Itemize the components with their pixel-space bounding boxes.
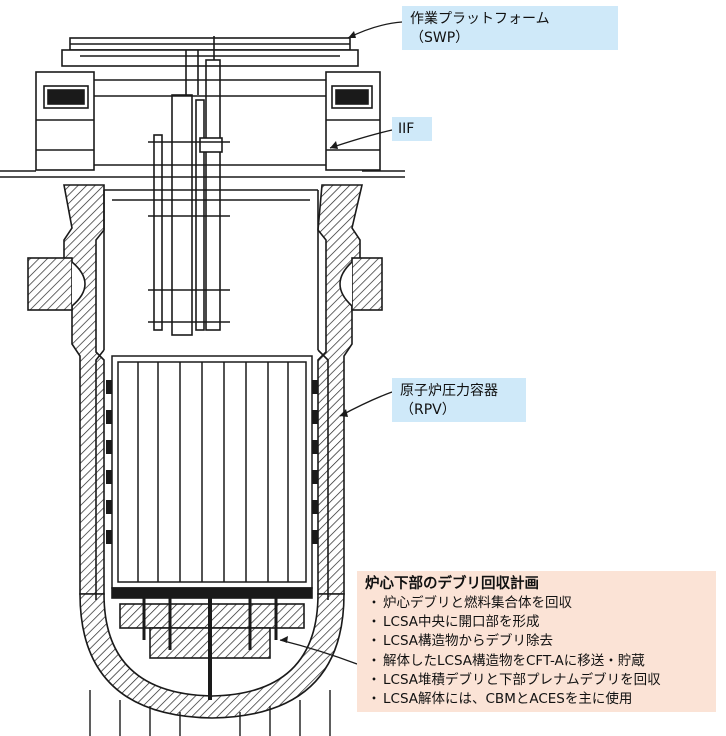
plan-item-text: LCSA構造物からデブリ除去 [383,633,554,650]
swp-label: 作業プラットフォーム [410,11,550,27]
bullet-glyph: ・ [367,633,381,650]
plan-item-text: LCSA解体には、CBMとACESを主に使用 [383,691,633,708]
plan-item: ・炉心デブリと燃料集合体を回収 [365,594,708,613]
bullet-glyph: ・ [367,671,381,688]
plan-item: ・LCSA構造物からデブリ除去 [365,632,708,651]
bottom-penetrations [89,690,331,736]
plan-item: ・LCSA堆積デブリと下部プレナムデブリを回収 [365,671,708,690]
operating-floor [0,170,405,178]
rpv-nozzles [27,257,383,311]
bullet-glyph: ・ [367,595,381,611]
plan-list: ・炉心デブリと燃料集合体を回収 ・LCSA中央に開口部を形成 ・LCSA構造物か… [365,594,708,709]
plan-item-text: LCSA堆積デブリと下部プレナムデブリを回収 [383,671,661,688]
plan-item: ・解体したLCSA構造物をCFT-Aに移送・貯蔵 [365,652,708,671]
plan-item-text: 炉心デブリと燃料集合体を回収 [383,595,572,611]
plan-item-text: 解体したLCSA構造物をCFT-Aに移送・貯蔵 [383,652,645,669]
swp-platform [61,37,359,67]
plan-item-text: LCSA中央に開口部を形成 [383,614,540,631]
core-region [111,355,313,589]
swp-callout: 作業プラットフォーム （SWP） [402,6,618,50]
bullet-glyph: ・ [367,691,381,708]
debris-recovery-plan-box: 炉心下部のデブリ回収計画 ・炉心デブリと燃料集合体を回収 ・LCSA中央に開口部… [357,571,716,712]
leader-arrowheads [280,31,356,643]
plan-item: ・LCSA解体には、CBMとACESを主に使用 [365,690,708,709]
iif-callout: IIF [392,117,432,141]
iif-label: IIF [398,121,415,137]
lcsa-structure [111,587,313,700]
rpv-abbrev: （RPV） [400,402,456,418]
rpv-label: 原子炉圧力容器 [400,383,498,399]
core-side-blocks [106,380,318,544]
swp-abbrev: （SWP） [410,30,470,46]
bullet-glyph: ・ [367,614,381,631]
rpv-callout: 原子炉圧力容器 （RPV） [392,378,526,422]
iif-frame [35,71,381,171]
bullet-glyph: ・ [367,652,381,669]
upper-internals [95,36,329,600]
plan-item: ・LCSA中央に開口部を形成 [365,613,708,632]
plan-title: 炉心下部のデブリ回収計画 [365,576,539,592]
